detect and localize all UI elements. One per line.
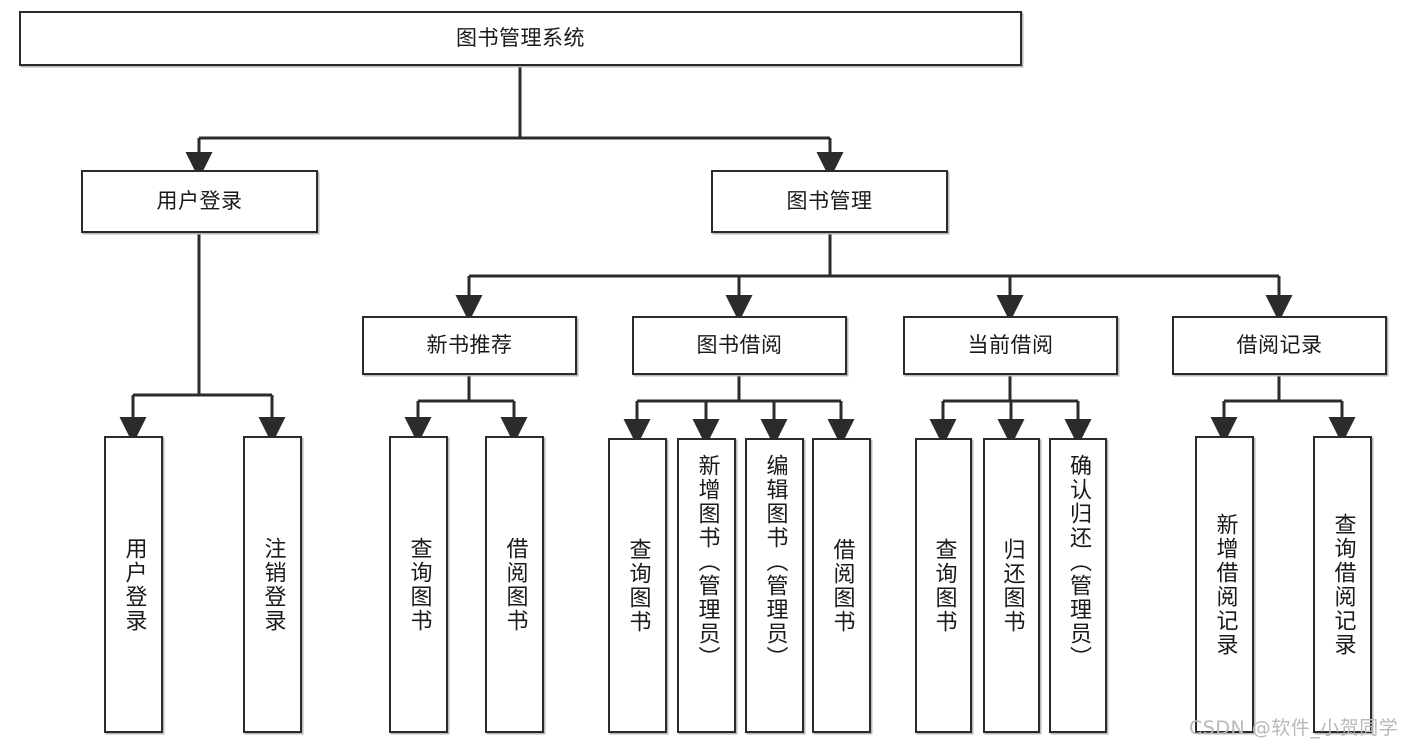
node-label: 查询图书 — [931, 537, 957, 634]
node-label: 用户登录 — [121, 536, 147, 633]
node-label: 图书借阅 — [696, 333, 783, 358]
node-user-login[interactable]: 用户登录 — [81, 170, 318, 233]
node-leaf-query-book-current[interactable]: 查询图书 — [915, 438, 972, 733]
csdn-watermark: CSDN @软件_小贺同学 — [1189, 717, 1399, 739]
node-book-management[interactable]: 图书管理 — [711, 170, 948, 233]
node-leaf-query-book-recommend[interactable]: 查询图书 — [389, 436, 448, 733]
node-leaf-user-logout[interactable]: 注销登录 — [243, 436, 302, 733]
node-label: 借阅图书 — [502, 536, 528, 633]
node-leaf-user-login[interactable]: 用户登录 — [104, 436, 163, 733]
node-book-borrow[interactable]: 图书借阅 — [632, 316, 847, 375]
node-root-book-management-system[interactable]: 图书管理系统 — [19, 11, 1022, 66]
node-leaf-query-book-borrow[interactable]: 查询图书 — [608, 438, 667, 733]
node-label: 借阅图书 — [829, 537, 855, 634]
node-leaf-query-borrow-record[interactable]: 查询借阅记录 — [1313, 436, 1372, 733]
node-label: 借阅记录 — [1236, 333, 1323, 358]
node-current-borrow[interactable]: 当前借阅 — [903, 316, 1118, 375]
node-leaf-confirm-return[interactable]: 确认归还（管理员） — [1049, 438, 1107, 733]
node-leaf-edit-book[interactable]: 编辑图书（管理员） — [745, 438, 804, 733]
node-label: 图书管理系统 — [456, 26, 585, 51]
node-leaf-add-book[interactable]: 新增图书（管理员） — [677, 438, 736, 733]
node-leaf-borrow-book-recommend[interactable]: 借阅图书 — [485, 436, 544, 733]
node-label: 查询图书 — [625, 537, 651, 634]
node-label: 用户登录 — [156, 189, 243, 214]
node-label: 查询借阅记录 — [1330, 512, 1356, 657]
node-label: 图书管理 — [786, 189, 873, 214]
node-borrow-record[interactable]: 借阅记录 — [1172, 316, 1387, 375]
node-label: 查询图书 — [406, 536, 432, 633]
node-label: 新书推荐 — [426, 333, 513, 358]
node-label: 确认归还（管理员） — [1066, 454, 1091, 670]
node-label: 新增图书（管理员） — [694, 454, 720, 670]
node-leaf-return-book[interactable]: 归还图书 — [983, 438, 1040, 733]
node-label: 当前借阅 — [967, 333, 1054, 358]
node-leaf-borrow-book[interactable]: 借阅图书 — [812, 438, 871, 733]
node-leaf-add-borrow-record[interactable]: 新增借阅记录 — [1195, 436, 1254, 733]
node-new-book-recommend[interactable]: 新书推荐 — [362, 316, 577, 375]
node-label: 新增借阅记录 — [1212, 512, 1238, 657]
node-label: 编辑图书（管理员） — [762, 454, 788, 670]
node-label: 注销登录 — [260, 536, 286, 633]
node-label: 归还图书 — [999, 537, 1025, 634]
